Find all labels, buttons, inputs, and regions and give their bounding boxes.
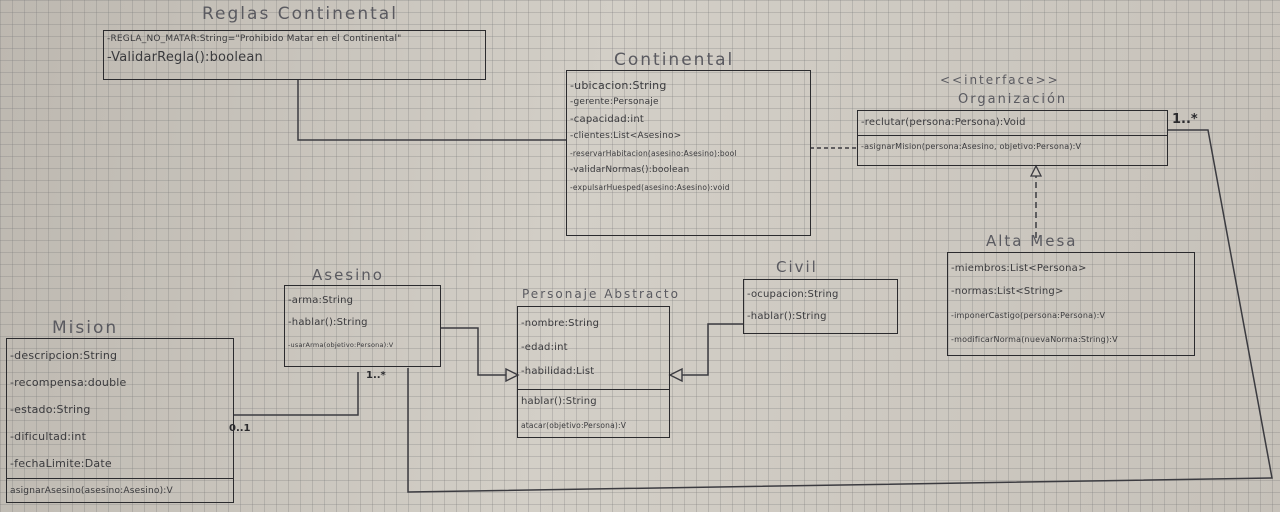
generalization-arrow-left [505,367,520,383]
personaje-method: atacar(objetivo:Persona):V [521,421,627,430]
reglas-title: Reglas Continental [202,4,398,24]
mision-attribute: -dificultad:int [10,430,87,443]
continental-attribute: -expulsarHuesped(asesino:Asesino):void [570,183,730,192]
altamesa-title: Alta Mesa [986,232,1078,250]
mision-attribute: -descripcion:String [10,349,118,362]
organizacion-method: -reclutar(persona:Persona):Void [861,117,1026,128]
continental-attribute: -reservarHabitacion(asesino:Asesino):boo… [570,149,737,158]
altamesa-attribute: -modificarNorma(nuevaNorma:String):V [951,335,1118,344]
mision-method: asignarAsesino(asesino:Asesino):V [10,486,173,496]
civil-class[interactable]: -ocupacion:String -hablar():String [743,279,898,334]
continental-attribute: -ubicacion:String [570,79,667,92]
reglas-attribute: -REGLA_NO_MATAR:String="Prohibido Matar … [107,34,402,44]
link-reglas-continental [297,80,566,141]
asesino-class[interactable]: -arma:String -hablar():String -usarArma(… [284,285,441,367]
continental-title: Continental [614,50,735,70]
mision-class[interactable]: -descripcion:String -recompensa:double -… [6,338,234,503]
personaje-title: Personaje Abstracto [522,287,680,301]
personaje-attribute: -habilidad:List [521,366,595,377]
generalization-arrow-right [668,367,683,383]
civil-title: Civil [776,258,818,276]
mision-attribute: -recompensa:double [10,376,127,389]
civil-attribute: -hablar():String [747,311,827,322]
personaje-attribute: -edad:int [521,342,568,353]
organizacion-interface[interactable]: -reclutar(persona:Persona):Void -asignar… [857,110,1168,166]
asesino-attribute: -usarArma(objetivo:Persona):V [288,341,394,349]
asesino-attribute: -hablar():String [288,317,368,328]
multiplicity-asesino: 1..* [366,370,386,381]
personaje-attribute: -nombre:String [521,318,600,329]
link-mision-asesino [233,372,359,416]
link-asesino-personaje [440,327,510,376]
mision-title: Mision [52,318,119,338]
civil-attribute: -ocupacion:String [747,289,839,300]
personaje-abstracto-class[interactable]: -nombre:String -edad:int -habilidad:List… [517,306,670,438]
altamesa-class[interactable]: -miembros:List<Persona> -normas:List<Str… [947,252,1195,356]
multiplicity-organizacion: 1..* [1172,112,1198,127]
reglas-continental-class[interactable]: -REGLA_NO_MATAR:String="Prohibido Matar … [103,30,486,80]
continental-attribute: -capacidad:int [570,114,645,125]
link-organizacion-asesino [407,129,1273,493]
mision-attribute: -estado:String [10,403,91,416]
continental-attribute: -validarNormas():boolean [570,165,690,175]
altamesa-attribute: -normas:List<String> [951,286,1064,297]
continental-attribute: -gerente:Personaje [570,97,659,107]
personaje-method: hablar():String [521,396,597,407]
realization-arrow [1029,164,1043,177]
multiplicity-mision: 0..1 [229,423,251,434]
altamesa-attribute: -miembros:List<Persona> [951,263,1087,274]
reglas-method: -ValidarRegla():boolean [107,50,263,65]
asesino-attribute: -arma:String [288,295,354,306]
continental-class[interactable]: -ubicacion:String -gerente:Personaje -ca… [566,70,811,236]
link-civil-personaje [680,323,743,376]
organizacion-method: -asignarMision(persona:Asesino, objetivo… [858,135,1167,158]
organizacion-stereotype: <<interface>> [940,73,1060,87]
organizacion-title: Organización [958,92,1068,107]
mision-attribute: -fechaLimite:Date [10,457,112,470]
continental-attribute: -clientes:List<Asesino> [570,131,682,141]
altamesa-attribute: -imponerCastigo(persona:Persona):V [951,311,1106,320]
asesino-title: Asesino [312,266,384,284]
